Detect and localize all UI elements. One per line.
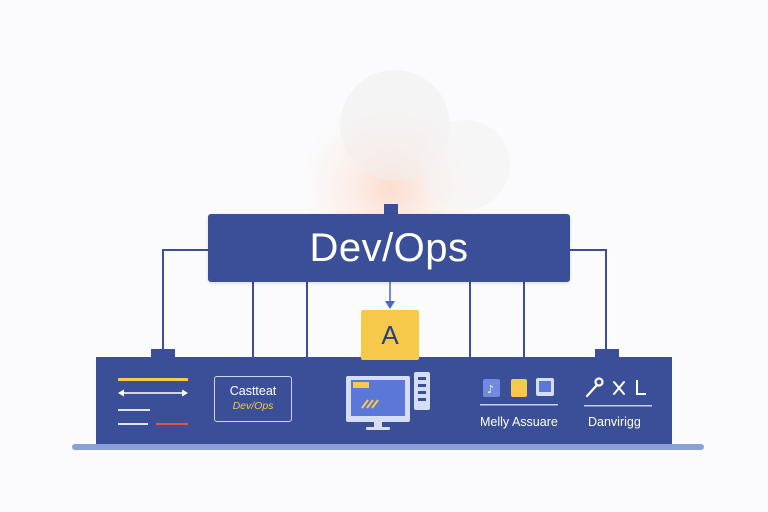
right-group-1-icons: ♪ xyxy=(480,378,558,406)
right-bracket xyxy=(570,249,607,350)
music-note-glyph: ♪ xyxy=(487,383,494,396)
divider xyxy=(480,404,558,406)
title-top-connector xyxy=(384,204,398,215)
yellow-line xyxy=(118,378,188,381)
red-line xyxy=(156,423,188,425)
left-bracket xyxy=(162,249,208,350)
right-group-2-icons xyxy=(584,377,652,407)
background-cloud xyxy=(420,120,510,210)
center-node-label: A xyxy=(381,319,399,350)
close-icon xyxy=(613,381,625,395)
monitor-base xyxy=(366,427,390,430)
drop-lines xyxy=(252,282,525,358)
divider xyxy=(584,405,652,407)
double-arrow-icon xyxy=(118,389,188,397)
center-node: A xyxy=(361,310,419,360)
device-buttons xyxy=(418,377,426,401)
down-arrow xyxy=(385,282,395,309)
left-bracket-connector xyxy=(151,349,175,359)
right-bracket-connector xyxy=(595,349,619,359)
screen-highlight xyxy=(353,382,369,388)
l-letter-icon xyxy=(636,380,646,395)
right-group-2-caption: Danvirigg xyxy=(588,415,641,429)
label-box-subtitle: Dev/Ops xyxy=(232,400,274,412)
screen-stripes xyxy=(361,399,379,409)
left-group-icon xyxy=(118,378,188,425)
text-line xyxy=(118,409,150,411)
label-box-title: Castteat xyxy=(229,384,277,398)
tablet-screen xyxy=(539,381,551,392)
wrench-icon xyxy=(585,377,604,398)
folder-icon xyxy=(511,379,527,397)
diagram-title: Dev/Ops xyxy=(309,225,469,270)
label-box: Castteat Dev/Ops xyxy=(214,376,292,422)
title-box: Dev/Ops xyxy=(208,214,570,282)
text-line xyxy=(118,423,148,425)
base-bar xyxy=(72,444,704,450)
monitor-neck xyxy=(374,422,382,427)
monitor-icon xyxy=(346,372,430,430)
music-icon xyxy=(483,379,500,397)
right-group-1-caption: Melly Assuare xyxy=(480,415,558,429)
